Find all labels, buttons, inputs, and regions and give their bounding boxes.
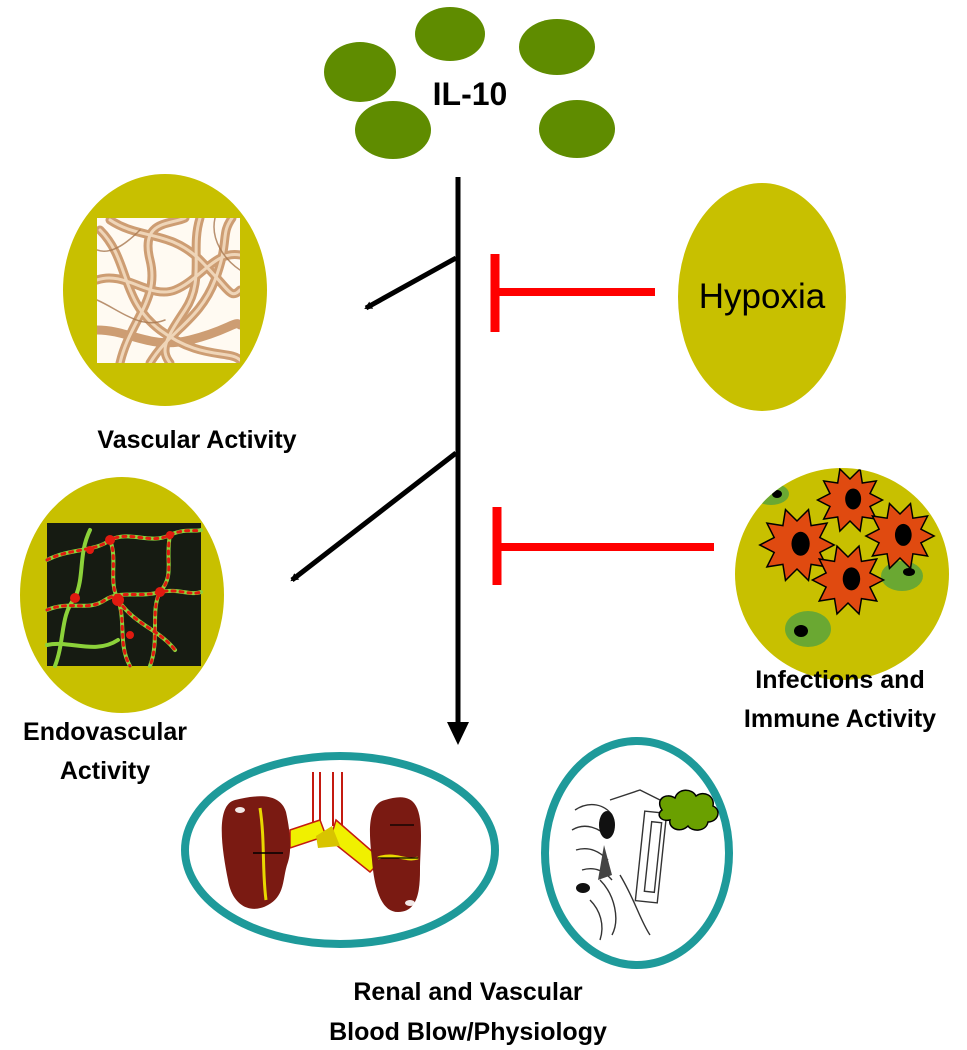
immune-label-line1: Infections and xyxy=(755,666,924,694)
immune-label-line2: Immune Activity xyxy=(744,705,936,733)
main-pathway xyxy=(290,177,469,745)
physiology-node xyxy=(541,737,733,969)
renal-label-line1: Renal and Vascular xyxy=(353,978,583,1006)
il10-blob xyxy=(324,42,396,102)
endovascular-node: Endovascular Activity xyxy=(20,477,224,785)
immune-cell xyxy=(758,508,836,582)
il10-blob xyxy=(355,101,431,159)
il10-blob xyxy=(539,100,615,158)
vascular-anatomy-sketch xyxy=(571,789,668,941)
green-cell xyxy=(753,483,789,505)
immune-cells-illustration xyxy=(753,468,936,647)
hypoxia-inhibition xyxy=(490,254,655,332)
immune-cell xyxy=(815,468,885,533)
immune-inhibition xyxy=(492,507,714,585)
arrow-to-endovascular xyxy=(290,451,458,582)
vascular-node: Vascular Activity xyxy=(63,174,297,454)
fibrous-vessel-network-image xyxy=(97,218,240,363)
il10-blob xyxy=(519,19,595,75)
immune-cell xyxy=(864,502,936,570)
endovascular-label-line1: Endovascular xyxy=(23,718,187,746)
vascular-label: Vascular Activity xyxy=(97,426,296,454)
stained-endothelial-network-image xyxy=(45,528,203,668)
arrow-to-vascular xyxy=(364,255,458,311)
il10-label: IL-10 xyxy=(433,76,508,112)
lung-shape xyxy=(658,789,719,831)
endovascular-label-line2: Activity xyxy=(60,757,150,785)
immune-node: Infections and Immune Activity xyxy=(735,468,949,733)
green-cell xyxy=(881,561,923,591)
renal-label-line2: Blood Blow/Physiology xyxy=(329,1018,607,1046)
green-cell xyxy=(785,611,831,647)
hypoxia-node: Hypoxia xyxy=(678,183,846,411)
kidney-right xyxy=(369,797,421,912)
il10-blob xyxy=(415,7,485,61)
hypoxia-label: Hypoxia xyxy=(699,277,826,316)
kidneys-illustration xyxy=(221,772,421,912)
renal-node xyxy=(181,752,499,948)
kidney-left xyxy=(221,796,291,909)
il10-cluster: IL-10 xyxy=(324,7,615,159)
immune-cell xyxy=(810,544,886,616)
